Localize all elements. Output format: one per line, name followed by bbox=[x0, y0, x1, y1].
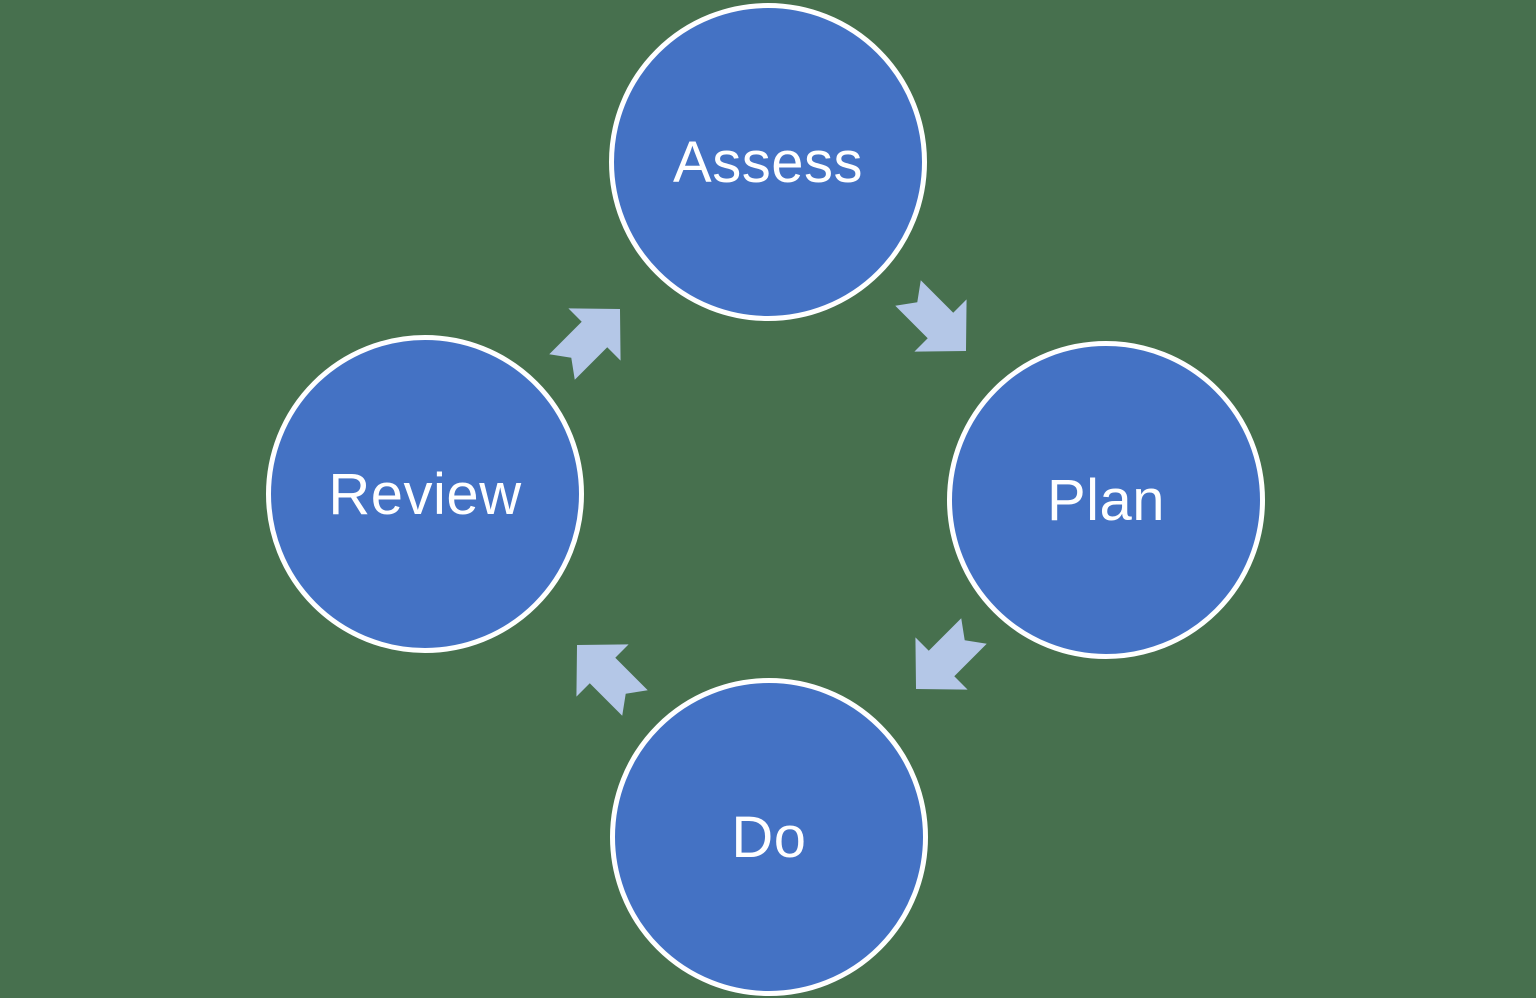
node-assess-label: Assess bbox=[673, 129, 863, 195]
arrow-plan-to-do-icon bbox=[882, 597, 1008, 723]
node-plan-label: Plan bbox=[1046, 467, 1166, 533]
arrow-do-to-review-icon bbox=[543, 611, 669, 737]
node-review-label: Review bbox=[328, 461, 522, 527]
node-review: Review bbox=[266, 335, 584, 653]
arrow-assess-to-plan-icon bbox=[874, 259, 1000, 385]
node-plan: Plan bbox=[947, 341, 1265, 659]
node-do-label: Do bbox=[731, 804, 807, 870]
arrow-review-to-assess-icon bbox=[528, 275, 654, 401]
node-do: Do bbox=[610, 678, 928, 996]
node-assess: Assess bbox=[609, 3, 927, 321]
